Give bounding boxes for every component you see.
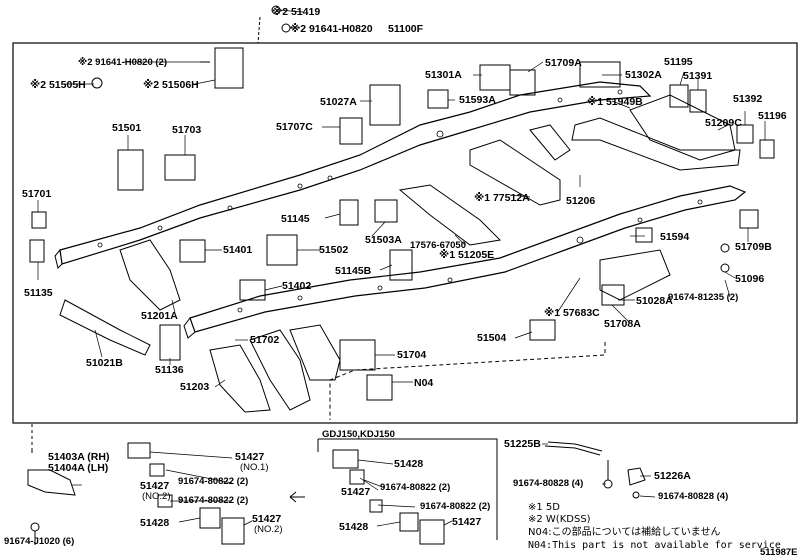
label-51506h: ※2 51506H: [143, 79, 199, 91]
label-91674-80822-d: 91674-80822 (2): [420, 501, 491, 512]
label-51428-inset-top: 51428: [394, 458, 424, 470]
label-51702: 51702: [250, 334, 280, 346]
label-51427-no1-sub: (NO.1): [240, 462, 269, 473]
label-51401: 51401: [223, 244, 253, 256]
label-17576-67050: 17576-67050: [410, 240, 466, 251]
label-91641-h0820-top: ※2 91641-H0820: [290, 23, 373, 35]
label-91674-80822-c: 91674-80822 (2): [380, 482, 451, 493]
note-5d: ※1 5D: [528, 502, 560, 513]
label-51427-no2-right: 51427: [252, 513, 282, 525]
label-51502: 51502: [319, 244, 349, 256]
label-n04: N04: [414, 377, 434, 389]
label-51226a: 51226A: [654, 470, 691, 482]
label-51195: 51195: [664, 56, 693, 68]
label-51427-inset-bottom: 51427: [452, 516, 482, 528]
label-51427-no1: 51427: [235, 451, 265, 463]
label-51196: 51196: [758, 110, 787, 122]
label-51206: 51206: [566, 195, 596, 207]
note-n04-japanese: N04:この部品については補給していません: [528, 527, 721, 538]
label-77512a: ※1 77512A: [474, 192, 530, 204]
label-51428-inset-bottom: 51428: [339, 521, 369, 533]
label-51403a: 51403A (RH): [48, 451, 110, 463]
label-51096: 51096: [735, 273, 765, 285]
label-51701: 51701: [22, 188, 52, 200]
label-91674-81235: 91674-81235 (2): [668, 292, 739, 303]
label-51501: 51501: [112, 122, 142, 134]
label-51205e: ※1 51205E: [439, 249, 495, 261]
label-51392: 51392: [733, 93, 763, 105]
diagram-id: 511987E: [760, 547, 798, 558]
label-51707c: 51707C: [276, 121, 313, 133]
label-51427-no2-left: 51427: [140, 480, 170, 492]
label-91674-80822-b: 91674-80822 (2): [178, 495, 249, 506]
label-51225b: 51225B: [504, 438, 541, 450]
label-51100f: 51100F: [388, 23, 424, 35]
label-51402: 51402: [282, 280, 312, 292]
label-51593a: 51593A: [459, 94, 496, 106]
label-51505h: ※2 51505H: [30, 79, 86, 91]
label-51135: 51135: [24, 287, 53, 299]
label-51391: 51391: [683, 70, 713, 82]
label-51949b: ※1 51949B: [587, 96, 643, 108]
label-91674-j1020: 91674-J1020 (6): [4, 536, 75, 547]
label-51427-inset: 51427: [341, 486, 371, 498]
label-51594: 51594: [660, 231, 690, 243]
label-51209c: 51209C: [705, 117, 742, 129]
note-kdss: ※2 W(KDSS): [528, 514, 591, 525]
label-91674-80822-a: 91674-80822 (2): [178, 476, 249, 487]
label-51201a: 51201A: [141, 310, 178, 322]
note-n04-english: N04:This part is not available for servi…: [528, 540, 781, 551]
label-51703: 51703: [172, 124, 202, 136]
label-51708a: 51708A: [604, 318, 641, 330]
label-51136: 51136: [155, 364, 184, 376]
label-51427-no2-left-sub: (NO.2): [142, 491, 171, 502]
label-51145b: 51145B: [335, 265, 372, 277]
label-51203: 51203: [180, 381, 210, 393]
label-51027a: 51027A: [320, 96, 357, 108]
label-51427-no2-right-sub: (NO.2): [254, 524, 283, 535]
label-51302a: 51302A: [625, 69, 662, 81]
label-91641-h0820-left: ※2 91641-H0820 (2): [78, 57, 167, 68]
label-51704: 51704: [397, 349, 427, 361]
label-51145: 51145: [281, 213, 310, 225]
label-51428-left: 51428: [140, 517, 170, 529]
label-51404a: 51404A (LH): [48, 462, 109, 474]
main-assembly-border: [12, 42, 798, 424]
label-91674-80828-b: 91674-80828 (4): [658, 491, 729, 502]
label-57683c: ※1 57683C: [544, 307, 600, 319]
inset-title: GDJ150,KDJ150: [322, 429, 395, 440]
label-51709b: 51709B: [735, 241, 772, 253]
label-51709a: 51709A: [545, 57, 582, 69]
label-51419: ※2 51419: [272, 6, 321, 18]
label-51504: 51504: [477, 332, 507, 344]
label-91674-80828-a: 91674-80828 (4): [513, 478, 584, 489]
label-51021b: 51021B: [86, 357, 123, 369]
label-51301a: 51301A: [425, 69, 462, 81]
label-51503a: 51503A: [365, 234, 402, 246]
label-51028a: 51028A: [636, 295, 673, 307]
